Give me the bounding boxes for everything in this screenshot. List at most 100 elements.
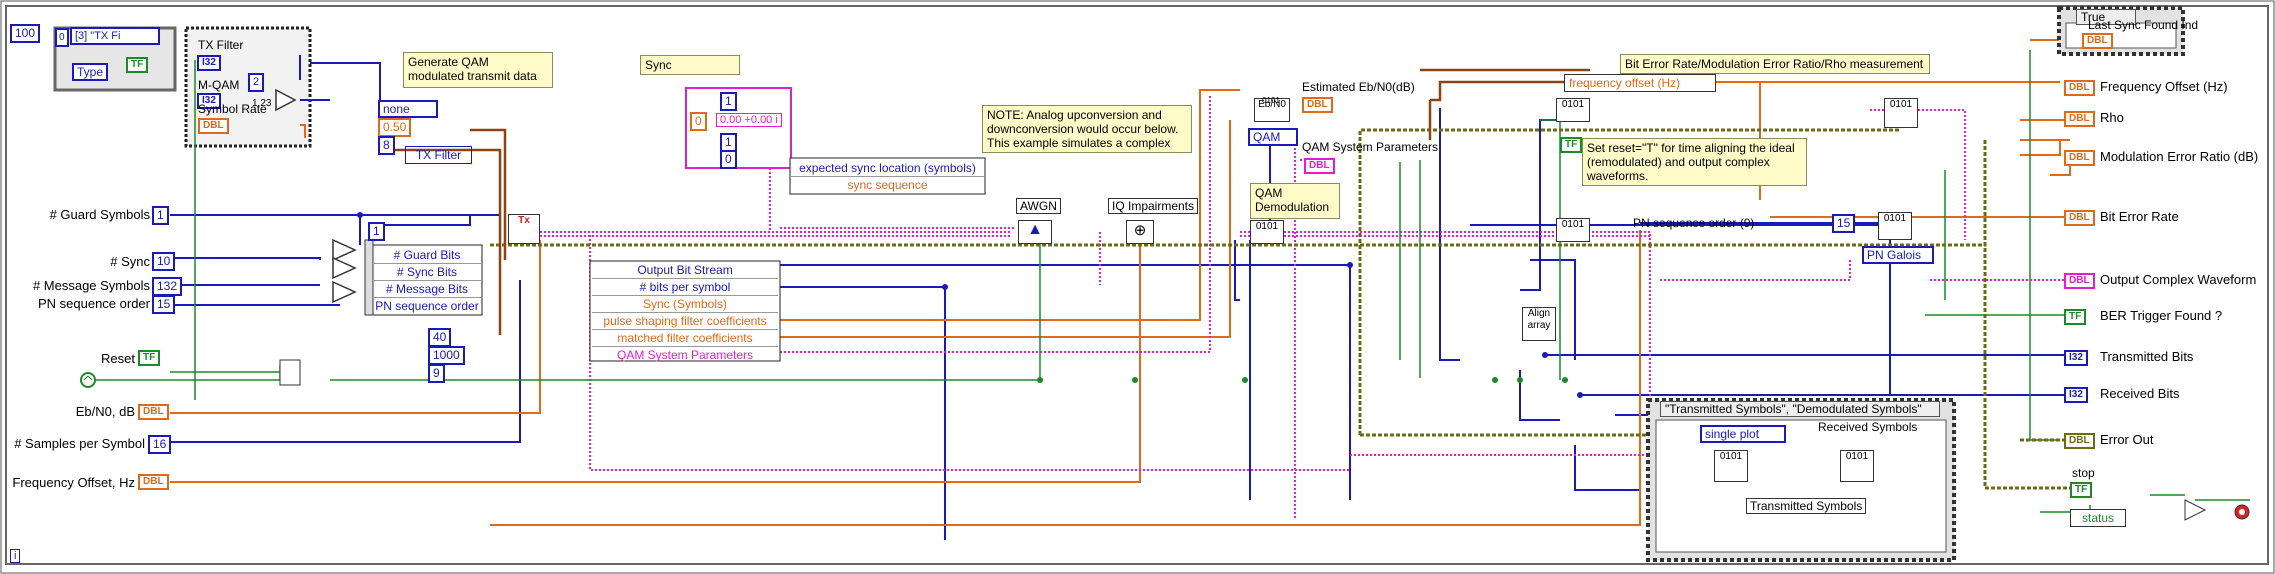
qam-params-label: QAM System Parameters [1302,140,1439,154]
ebno-label: Eb/N0, dB [75,404,135,419]
output-bit-stream-field: Output Bit Stream [592,262,778,279]
sync-array-index[interactable]: 0 [690,112,707,131]
frequency-offset-control[interactable]: DBL [138,474,169,490]
qam-demod-vi[interactable]: 0101 [1250,220,1284,244]
sync-sequence-field: sync sequence [847,178,928,192]
guard-bits-field: # Guard Bits [373,247,481,264]
last-sync-indicator: DBL [2082,33,2113,49]
iq-impairments-label: IQ Impairments [1108,198,1199,214]
guard-symbols-control[interactable]: 1 [152,206,169,225]
ber-trigger-label: BER Trigger Found ? [2100,308,2223,323]
rho-label: Rho [2100,110,2124,125]
frequency-offset-out-label: Frequency Offset (Hz) [2100,79,2228,94]
sync-control[interactable]: 10 [152,252,176,271]
estimated-ebno-indicator: DBL [1302,97,1333,113]
constant-9[interactable]: 9 [428,364,445,383]
transmitted-bits-indicator: I32 [2064,350,2088,366]
numeric-icon: 1.23 [252,98,272,109]
case-selector-symbols[interactable]: "Transmitted Symbols", "Demodulated Symb… [1660,401,1940,417]
ebno-digits: 0101 [1262,96,1280,105]
tx-vi[interactable]: Tx [508,214,540,244]
mqam-label: M-QAM [198,78,240,92]
status-unbundle: status [2070,509,2126,527]
pn-sequence-control[interactable]: 15 [1832,214,1856,233]
estimated-ebno-label: Estimated Eb/N0(dB) [1302,80,1415,94]
constellation-vi-2[interactable]: 0101 [1840,450,1874,482]
qam-params-indicator: DBL [1304,158,1335,174]
note-sync-parameters: Sync Parameters [640,55,740,75]
rho-indicator: DBL [2064,111,2095,127]
error-out-label: Error Out [2100,432,2154,447]
mqam-enum-icon: I32 [197,93,221,109]
frequency-offset-bundle: frequency offset (Hz) [1564,74,1716,92]
filter-length-constant[interactable]: 8 [378,136,395,155]
transmitted-bits-label: Transmitted Bits [2100,349,2194,364]
samples-per-symbol-control[interactable]: 16 [148,435,172,454]
output-waveform-indicator: DBL [2064,273,2095,289]
ebno-estimator-vi[interactable]: Eb/N0 [1254,98,1290,122]
frequency-offset-label: Frequency Offset, Hz [12,475,135,490]
bits-per-symbol-field: # bits per symbol [592,279,778,296]
message-bits-field: # Message Bits [373,281,481,298]
note-generate-qam: Generate QAM modulated transmit data [403,52,553,88]
constant-1[interactable]: 1 [368,222,385,241]
ber-calc-vi[interactable]: 0101 [1556,98,1590,122]
frequency-offset-indicator: DBL [2064,80,2095,96]
reset-true-constant[interactable]: TF [1560,137,1583,153]
loop-iteration-terminal: i [10,549,21,563]
align-array-vi[interactable]: Align array [1522,307,1556,341]
sync-array-value-1[interactable]: 1 [720,92,737,111]
ber-trigger-indicator: TF [2064,309,2087,325]
note-reset-info: Set reset="T" for time aligning the idea… [1582,138,1807,186]
pn-galois-ring[interactable]: PN Galois [1862,246,1934,264]
ber-sync-vi[interactable]: 0101 [1556,218,1590,242]
rho-vi[interactable]: 0101 [1884,98,1918,128]
message-symbols-label: # Message Symbols [32,278,150,293]
qam-system-params-field: QAM System Parameters [616,348,754,362]
note-analog: NOTE: Analog upconversion and downconver… [982,105,1192,153]
message-symbols-control[interactable]: 132 [152,277,183,296]
case-selector-true[interactable]: True [2076,9,2136,25]
constellation-vi-1[interactable]: 0101 [1714,450,1748,482]
index-constant-0[interactable]: 0 [55,28,69,47]
awgn-vi[interactable]: ▲ [1018,220,1052,244]
symbol-rate-label: Symbol Rate [198,102,267,116]
mer-label: Modulation Error Ratio (dB) [2100,149,2259,164]
note-ber-measurement: Bit Error Rate/Modulation Error Ratio/Rh… [1620,54,1930,74]
received-symbols-label: Received Symbols [1818,420,1918,434]
sync-bits-field: # Sync Bits [373,264,481,281]
true-constant[interactable]: TF [126,57,149,73]
sync-array-value-3[interactable]: 0 [720,150,737,169]
awgn-label: AWGN [1016,198,1061,214]
received-bits-indicator: I32 [2064,387,2088,403]
pn-order-field: PN sequence order [375,299,479,313]
mqam-constant-2[interactable]: 2 [248,73,265,92]
constant-100[interactable]: 100 [10,24,41,43]
mer-indicator: DBL [2064,150,2095,166]
stop-control[interactable]: TF [2070,482,2093,498]
constant-1000[interactable]: 1000 [428,346,465,365]
ebno-control[interactable]: DBL [138,404,169,420]
filter-type-enum[interactable]: [3] "TX Fi [70,27,160,45]
reset-control[interactable]: TF [138,350,161,366]
expected-sync-location-field: expected sync location (symbols) [791,160,984,177]
pn-order-label: PN sequence order [37,296,150,311]
pn-galois-vi[interactable]: 0101 [1878,212,1912,240]
single-plot-ring[interactable]: single plot [1700,425,1786,443]
constant-40[interactable]: 40 [428,328,452,347]
stop-label: stop [2072,466,2095,480]
transmitted-symbols-label: Transmitted Symbols [1746,498,1867,514]
filter-alpha-constant[interactable]: 0.50 [378,118,412,137]
guard-symbols-label: # Guard Symbols [49,207,150,222]
filter-window-ring[interactable]: none [378,100,438,118]
qam-modulation-ring[interactable]: QAM [1248,128,1298,146]
pn-order-control[interactable]: 15 [152,295,176,314]
iq-impairments-vi[interactable]: ⊕ [1126,220,1154,244]
symbol-rate-dbl[interactable]: DBL [198,118,229,134]
last-sync-label: Last Sync Found Ind [2088,18,2199,32]
pulse-shaping-field: pulse shaping filter coefficients [592,313,778,330]
sync-symbols-field: Sync (Symbols) [592,296,778,313]
reset-label: Reset [101,351,135,366]
complex-placeholder: 0.00 +0.00 i [716,113,782,127]
received-bits-label: Received Bits [2100,386,2180,401]
